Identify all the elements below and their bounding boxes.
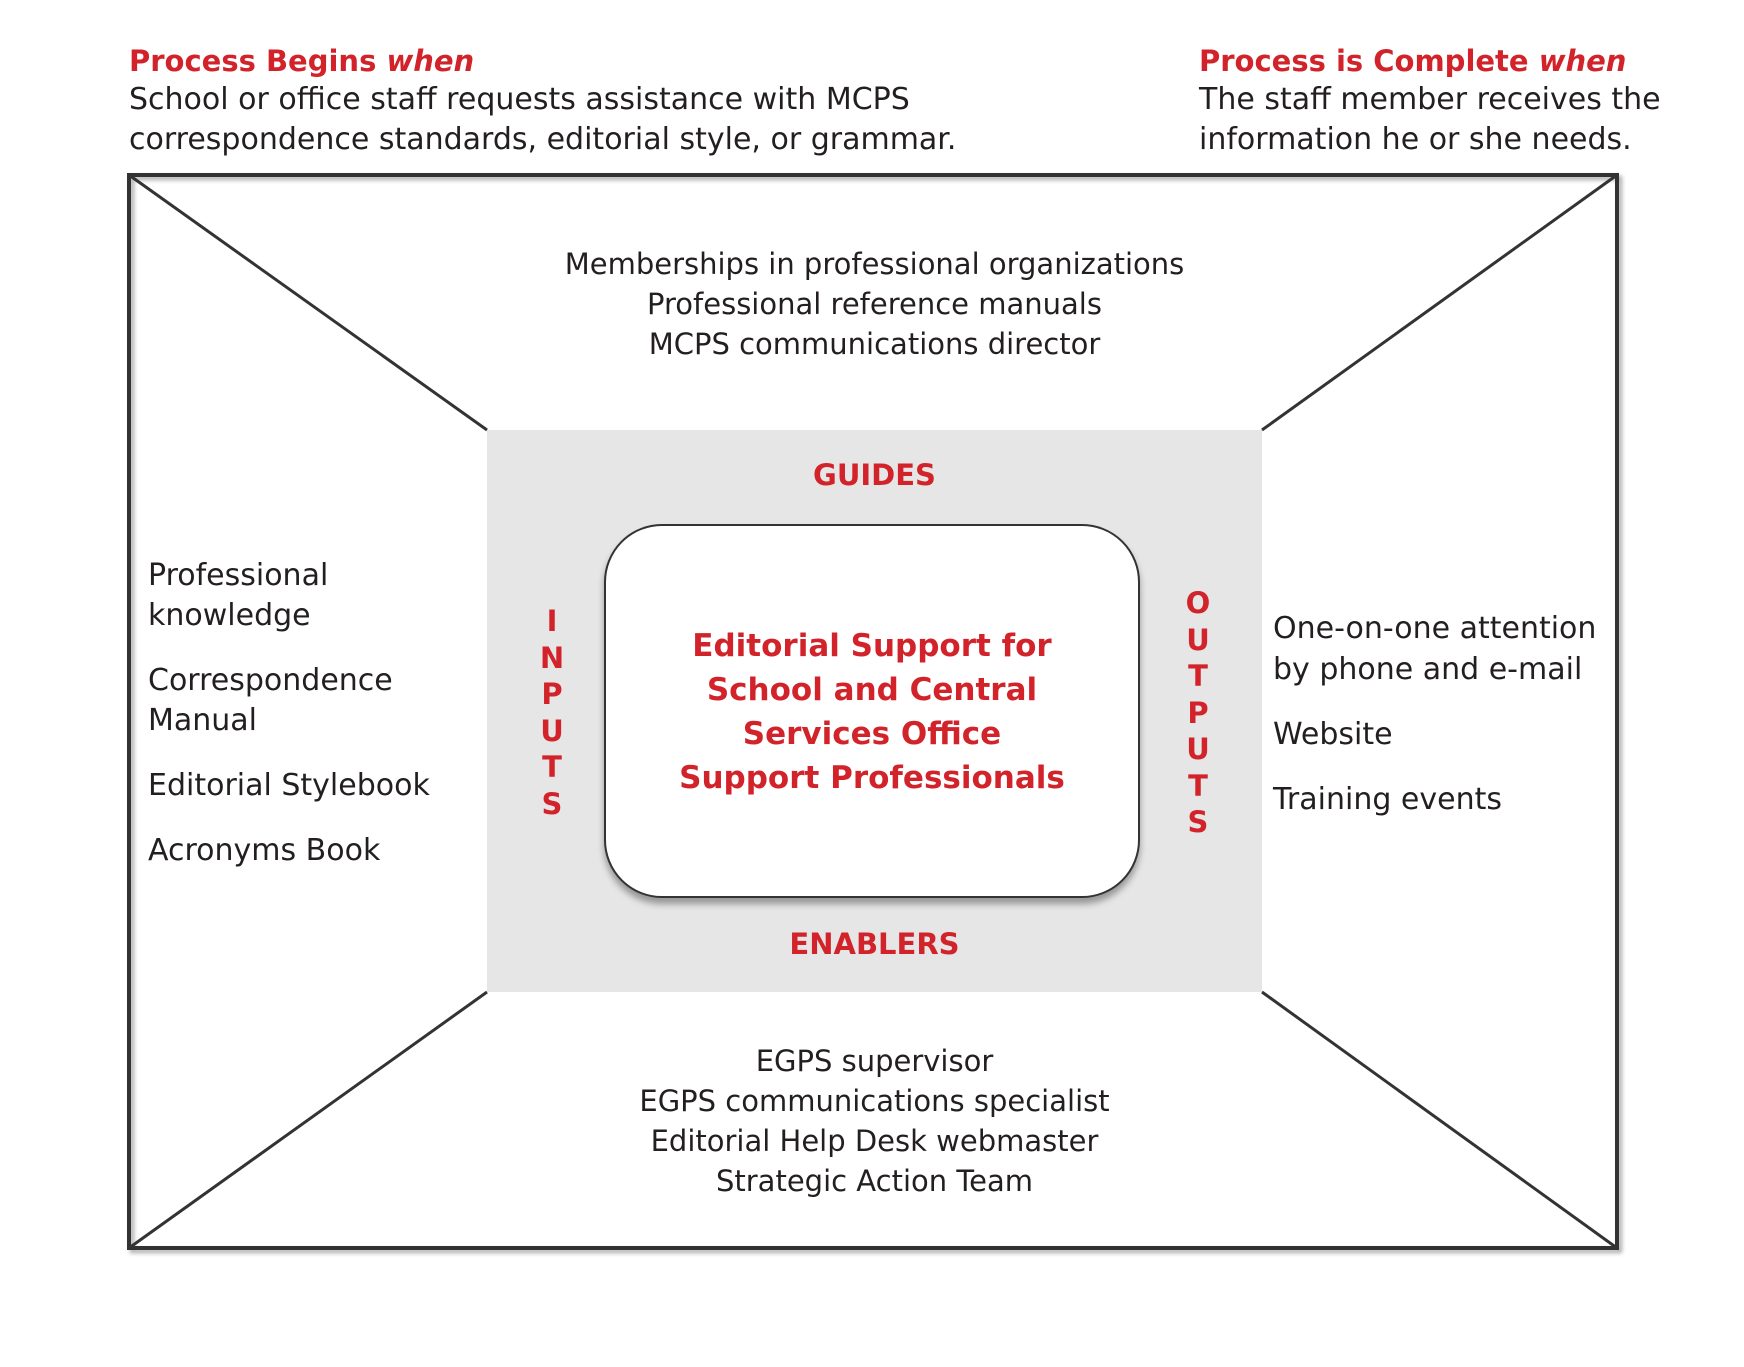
guides-item: MCPS communications director <box>648 327 1101 361</box>
diagonal-top-right <box>1261 173 1618 432</box>
center-line: Editorial Support for <box>692 628 1052 664</box>
inputs-letter: T <box>542 750 562 784</box>
center-line: School and Central <box>706 672 1038 708</box>
outputs-letter: U <box>1186 732 1210 766</box>
diagonal-top-left <box>128 173 488 432</box>
inputs-list: Professional knowledge Correspondence Ma… <box>148 556 430 896</box>
outputs-item: Website <box>1273 714 1596 755</box>
process-begins-title: Process Begins when <box>129 42 956 80</box>
outputs-letter: T <box>1188 768 1208 803</box>
center-line: Services Office <box>742 716 1002 752</box>
process-begins-line-2: correspondence standards, editorial styl… <box>129 122 957 157</box>
inputs-letter: U <box>540 713 564 748</box>
outputs-list: One-on-one attention by phone and e-mail… <box>1273 608 1596 844</box>
process-begins-title-text: Process Begins <box>129 44 377 78</box>
center-line: Support Professionals <box>679 760 1065 796</box>
outputs-letter: U <box>1186 622 1210 657</box>
inputs-item: Correspondence Manual <box>148 661 430 741</box>
outputs-item: Training events <box>1273 779 1596 820</box>
process-complete-title-when: when <box>1538 44 1627 78</box>
enablers-list: EGPS supervisor EGPS communications spec… <box>487 1041 1262 1201</box>
enablers-item: EGPS supervisor <box>755 1044 994 1078</box>
enablers-item: Editorial Help Desk webmaster <box>650 1124 1099 1158</box>
process-complete-line-1: The staff member receives the <box>1199 82 1661 117</box>
process-begins-title-when: when <box>386 44 475 78</box>
inputs-letter: S <box>541 786 563 821</box>
guides-list: Memberships in professional organization… <box>487 244 1262 364</box>
process-complete-title: Process is Complete when <box>1199 42 1661 80</box>
guides-label: GUIDES <box>813 458 936 492</box>
outputs-letter: T <box>1188 659 1208 693</box>
process-begins-block: Process Begins when School or office sta… <box>129 42 956 160</box>
outputs-letter: P <box>1187 695 1209 730</box>
guides-item: Professional reference manuals <box>647 287 1102 321</box>
inputs-letter: I <box>546 604 558 638</box>
inputs-letter: P <box>541 677 563 711</box>
inputs-item: Professional knowledge <box>148 556 430 636</box>
inputs-item-line: Acronyms Book <box>148 833 381 868</box>
outer-frame <box>127 173 1619 1250</box>
process-complete-line-2: information he or she needs. <box>1199 122 1632 157</box>
outputs-item: One-on-one attention by phone and e-mail <box>1273 608 1596 690</box>
inputs-item-line: Editorial Stylebook <box>148 768 430 803</box>
diagonal-bottom-right <box>1261 990 1618 1250</box>
inputs-item-line: knowledge <box>148 598 311 633</box>
outputs-letter: O <box>1185 586 1211 620</box>
inputs-item: Acronyms Book <box>148 831 430 871</box>
enablers-item: Strategic Action Team <box>715 1164 1033 1198</box>
process-begins-line-1: School or office staff requests assistan… <box>129 82 910 117</box>
outputs-item-line: One-on-one attention <box>1273 611 1597 646</box>
outputs-item-line: by phone and e-mail <box>1273 652 1583 687</box>
outputs-item-line: Training events <box>1273 782 1502 817</box>
inputs-item: Editorial Stylebook <box>148 766 430 806</box>
enablers-label: ENABLERS <box>789 927 960 961</box>
inputs-item-line: Professional <box>148 558 329 593</box>
process-center-title: Editorial Support for School and Central… <box>604 624 1140 800</box>
outputs-letter: S <box>1187 805 1209 839</box>
inputs-vertical-label: I N P U T S <box>532 603 572 822</box>
outputs-item-line: Website <box>1273 717 1393 752</box>
enablers-item: EGPS communications specialist <box>639 1084 1110 1118</box>
guides-item: Memberships in professional organization… <box>564 247 1185 281</box>
outputs-vertical-label: O U T P U T S <box>1178 585 1218 841</box>
inputs-letter: N <box>539 640 565 675</box>
diagonal-bottom-left <box>128 990 488 1250</box>
process-complete-block: Process is Complete when The staff membe… <box>1199 42 1661 160</box>
process-center-box <box>604 524 1140 898</box>
process-complete-title-text: Process is Complete <box>1199 44 1529 78</box>
inputs-item-line: Correspondence <box>148 663 393 698</box>
inputs-item-line: Manual <box>148 703 258 738</box>
